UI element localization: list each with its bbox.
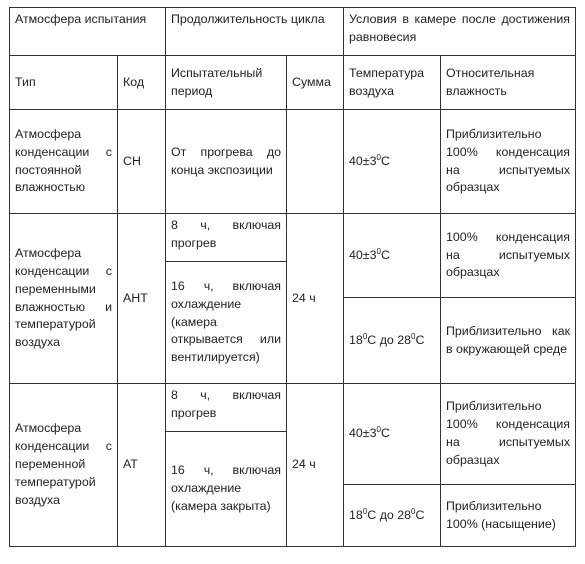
subheader-test-period: Испытательный период	[165, 55, 287, 110]
row-ant-code: АНТ	[117, 213, 166, 384]
header-conditions: Условия в камере после достижения равнов…	[343, 7, 577, 56]
row-ant-temp-2: 180С до 280С	[343, 297, 442, 384]
row-at-period-2: 16 ч, включая охлаждение (камера закрыта…	[165, 431, 287, 547]
row-at-type: Атмосфера конденсации с переменной темпе…	[9, 383, 118, 547]
row-at-temp-1: 40±30С	[343, 383, 442, 485]
row-ant-period-1: 8 ч, включая прогрев	[165, 213, 287, 262]
row-at-humidity-2: Приблизительно 100% (насыщение)	[440, 484, 577, 547]
row-ant-period-2: 16 ч, включая охлаждение (камера открыва…	[165, 261, 287, 384]
row-ant-sum: 24 ч	[285, 213, 345, 384]
row-at-humidity-1: Приблизительно 100% конденсация на испыт…	[440, 383, 577, 485]
subheader-code: Код	[117, 55, 166, 110]
row-at-sum: 24 ч	[285, 383, 345, 547]
test-conditions-table: Атмосфера испытания Продолжительность ци…	[9, 7, 577, 547]
row-ch-type: Атмосфера конденсации с постоянной влажн…	[9, 109, 118, 214]
row-ch-sum	[285, 109, 345, 214]
row-ant-humidity-2: Приблизительно как в окружающей среде	[440, 297, 577, 384]
subheader-air-temp: Температура воздуха	[343, 55, 442, 110]
header-atmosphere: Атмосфера испытания	[9, 7, 166, 56]
header-duration: Продолжительность цикла	[164, 7, 345, 56]
row-ch-humidity: Приблизительно 100% конденсация на испыт…	[440, 109, 577, 214]
subheader-humidity: Относительная влажность	[440, 55, 577, 110]
subheader-type: Тип	[9, 55, 118, 110]
row-ant-humidity-1: 100% конденсация на испытуемых образцах	[440, 213, 577, 298]
row-ch-period: От прогрева до конца экспозиции	[165, 109, 287, 214]
row-ch-temp: 40±30С	[343, 109, 442, 214]
row-ant-type: Атмосфера конденсации с переменными влаж…	[9, 213, 118, 384]
row-at-temp-2: 180С до 280С	[343, 484, 442, 547]
subheader-sum: Сумма	[285, 55, 345, 110]
row-at-code: АТ	[117, 383, 166, 547]
row-at-period-1: 8 ч, включая прогрев	[165, 383, 287, 432]
row-ch-code: СН	[117, 109, 166, 214]
row-ant-temp-1: 40±30С	[343, 213, 442, 298]
